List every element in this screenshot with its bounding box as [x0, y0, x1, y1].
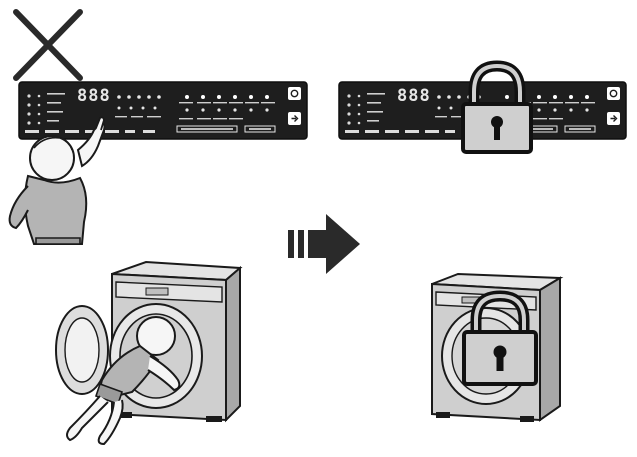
display-readout: 888 — [397, 86, 431, 106]
after-scene: 888 — [338, 60, 627, 422]
control-panel-unlocked: 888 — [18, 81, 308, 140]
before-scene: 888 — [8, 9, 308, 446]
right-arrow-icon — [288, 214, 360, 274]
start-pause-button — [607, 87, 620, 100]
padlock-icon — [462, 290, 538, 386]
child-pressing-panel — [8, 116, 106, 245]
start-pause-button — [288, 87, 301, 100]
child-entering-drum — [66, 316, 181, 446]
display-readout: 888 — [77, 86, 111, 106]
cross-mark-icon — [13, 9, 83, 81]
padlock-icon — [461, 60, 533, 154]
